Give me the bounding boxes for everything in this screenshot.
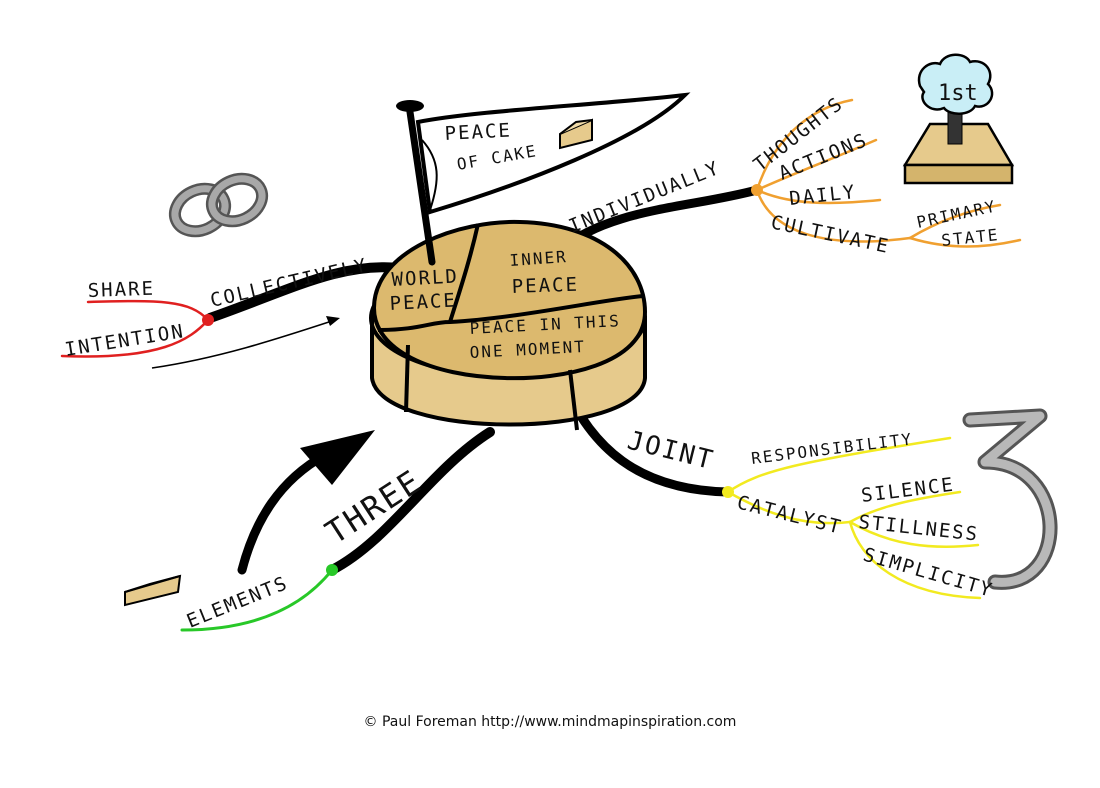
label-catalyst: CATALYST bbox=[735, 492, 845, 539]
joint-node bbox=[722, 486, 734, 498]
pennant-flag-icon bbox=[396, 92, 691, 266]
cake-slice-icon bbox=[559, 118, 593, 150]
inner-peace-line2: PEACE bbox=[511, 274, 579, 298]
branch-three-line bbox=[327, 427, 495, 575]
individually-sub-branches bbox=[755, 98, 1022, 248]
label-cultivate: CULTIVATE bbox=[769, 211, 892, 258]
world-peace-line1: WORLD bbox=[391, 266, 459, 291]
credit-footer: © Paul Foreman http://www.mindmapinspira… bbox=[363, 714, 737, 730]
podium-badge-text: 1st bbox=[938, 81, 978, 106]
central-cake bbox=[369, 219, 648, 431]
flag-text-line1: PEACE bbox=[444, 120, 512, 145]
podium-icon: 1st bbox=[902, 53, 1015, 185]
joint-sub-branches bbox=[726, 436, 982, 600]
branch-collectively-line bbox=[205, 262, 405, 323]
big-arrow bbox=[237, 430, 375, 575]
three-sub-branches bbox=[180, 568, 334, 632]
label-simplicity: SIMPLICITY bbox=[861, 544, 996, 602]
branch-collectively-label: COLLECTIVELY bbox=[208, 254, 370, 312]
chain-link-icon bbox=[168, 172, 269, 238]
label-responsibility: RESPONSIBILITY bbox=[750, 429, 914, 468]
branch-individually-label: INDIVIDUALLY bbox=[566, 157, 724, 238]
number-three-icon bbox=[962, 408, 1058, 590]
world-peace-line2: PEACE bbox=[389, 290, 457, 315]
individually-node bbox=[751, 184, 763, 196]
intention-arrow bbox=[151, 316, 340, 369]
label-daily: DAILY bbox=[788, 181, 857, 210]
label-share: SHARE bbox=[87, 278, 155, 302]
label-stillness: STILLNESS bbox=[857, 511, 980, 546]
collectively-node bbox=[202, 314, 214, 326]
inner-peace-line1: INNER bbox=[509, 247, 568, 270]
three-node bbox=[326, 564, 338, 576]
cake-slice-icon bbox=[124, 574, 182, 607]
collectively-sub-branches bbox=[60, 299, 210, 358]
